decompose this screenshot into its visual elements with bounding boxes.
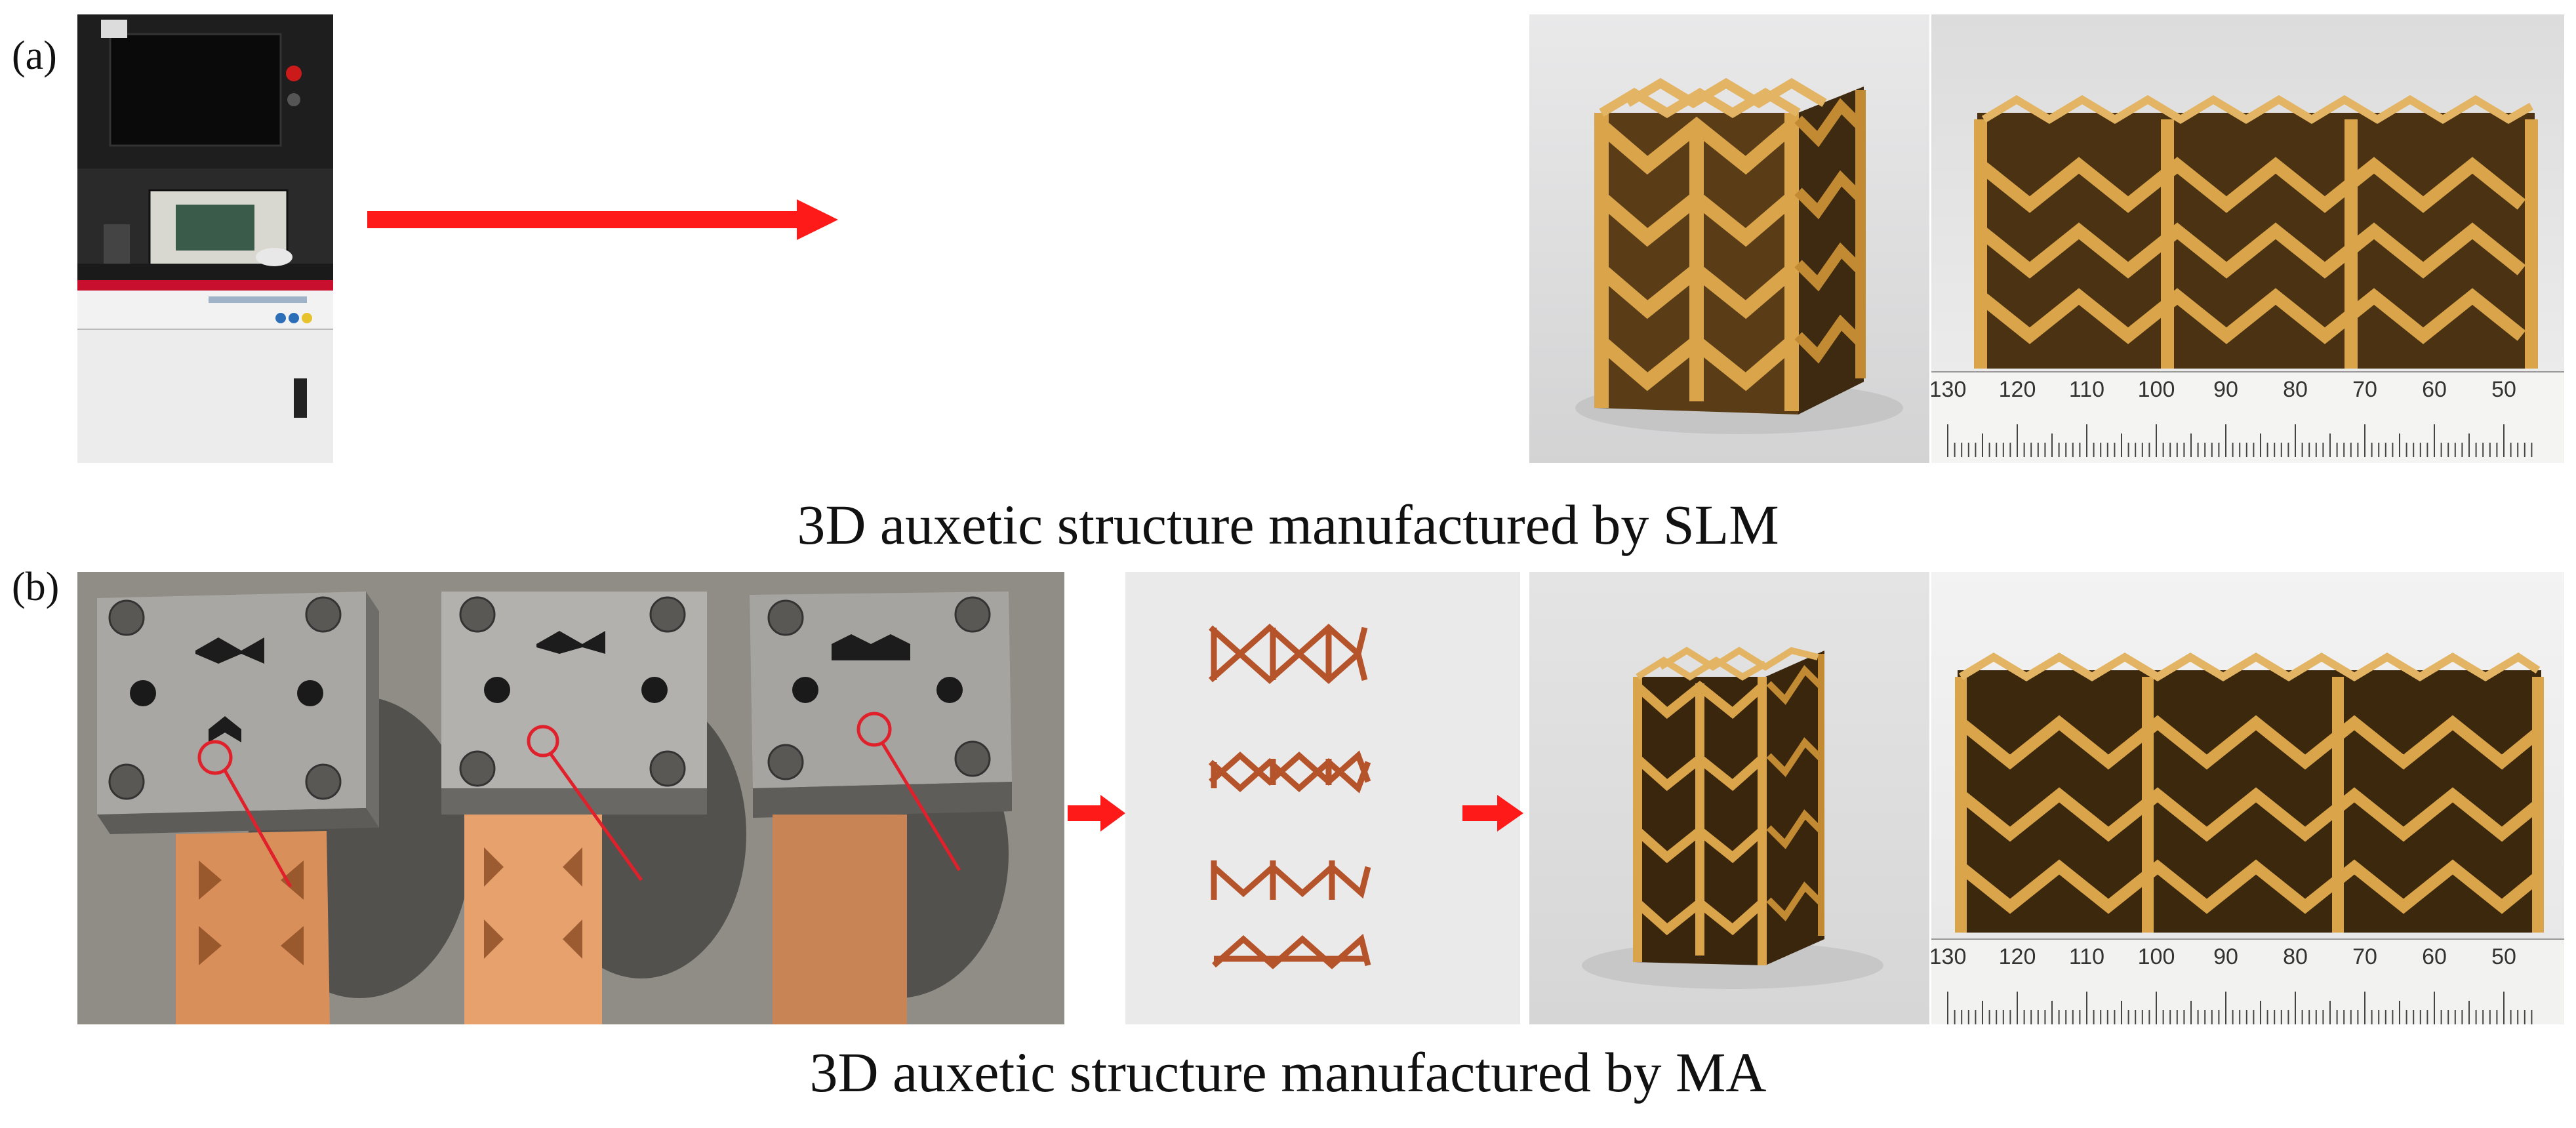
ruler-number: 120 [1999, 377, 2036, 402]
ruler-number: 130 [1931, 377, 1966, 402]
ruler-number: 90 [2213, 377, 2238, 402]
caption-b: 3D auxetic structure manufactured by MA [809, 1041, 1767, 1104]
punching-dies-photo [77, 572, 1064, 1024]
slm-cube-photo [1529, 14, 1929, 463]
panel-b-label: (b) [12, 565, 60, 609]
caption-a: 3D auxetic structure manufactured by SLM [797, 493, 1779, 556]
ruler-number: 110 [2069, 377, 2104, 402]
ruler-b: 130 120 110 100 90 80 70 60 50 [1931, 944, 2533, 1024]
copper-strips-photo [1125, 572, 1520, 1024]
ruler-number: 60 [2422, 377, 2447, 402]
process-arrow-b2 [1462, 794, 1525, 833]
ma-cube-photo [1529, 572, 1929, 1024]
slm-block-ruler-photo: 130 120 110 100 90 80 70 60 50 [1931, 14, 2564, 463]
ruler-number: 120 [1999, 944, 2036, 969]
ruler-number: 70 [2352, 377, 2377, 402]
ruler-number: 80 [2283, 377, 2308, 402]
ruler-number: 100 [2138, 377, 2175, 402]
ruler-number: 80 [2283, 944, 2308, 969]
ruler-a: 130 120 110 100 90 80 70 60 50 [1931, 377, 2533, 457]
ruler-number: 110 [2069, 944, 2104, 969]
process-arrow-a [367, 197, 839, 243]
ruler-number: 130 [1931, 944, 1966, 969]
ruler-number: 50 [2491, 944, 2516, 969]
ruler-number: 50 [2491, 377, 2516, 402]
panel-a-label: (a) [12, 33, 57, 78]
ma-block-ruler-photo: 130 120 110 100 90 80 70 60 50 [1931, 572, 2564, 1024]
process-arrow-b1 [1068, 794, 1127, 833]
ruler-number: 70 [2352, 944, 2377, 969]
ruler-number: 60 [2422, 944, 2447, 969]
ruler-number: 90 [2213, 944, 2238, 969]
ruler-number: 100 [2138, 944, 2175, 969]
slm-machine-photo [77, 14, 333, 463]
